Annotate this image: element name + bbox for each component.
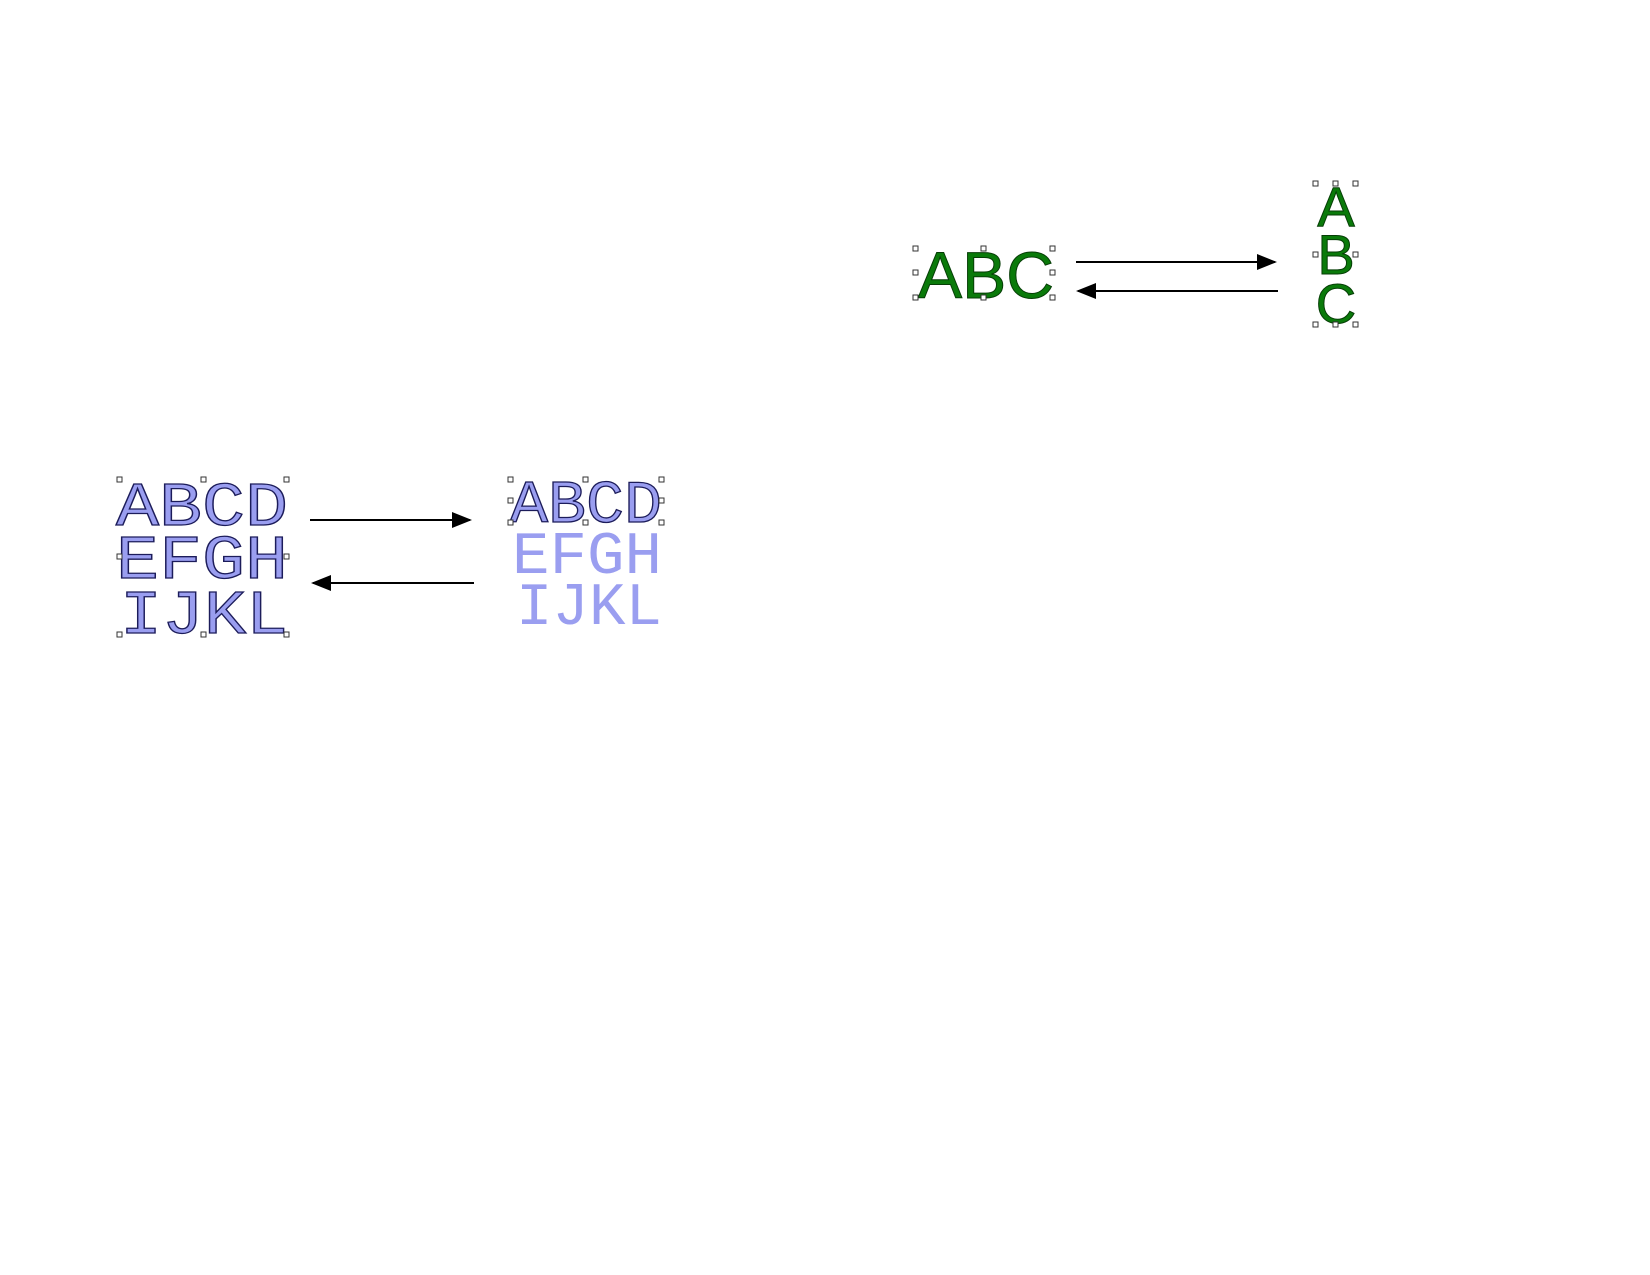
vertical-letter-c: C	[1316, 272, 1356, 335]
left-before-line-3: IJKL	[120, 581, 288, 652]
left-before-text-block[interactable]: ABCD EFGH IJKL	[115, 472, 290, 653]
vertical-letter-b: B	[1317, 223, 1354, 286]
left-after-line-1: ABCD	[510, 473, 662, 541]
selection-handles[interactable]	[912, 245, 1056, 301]
left-after-line-2: EFGH	[512, 524, 662, 592]
selection-handles[interactable]	[507, 476, 665, 526]
left-before-line-1: ABCD	[116, 473, 288, 544]
left-after-line-3: IJKL	[516, 575, 662, 643]
right-before-text[interactable]: ABC	[912, 238, 1056, 313]
selection-handles[interactable]	[116, 476, 290, 638]
right-after-text[interactable]: A B C	[1312, 175, 1359, 336]
left-before-line-2: EFGH	[116, 526, 288, 597]
left-after-text-block[interactable]: ABCD EFGH IJKL	[507, 472, 665, 643]
selection-handles[interactable]	[1312, 180, 1359, 328]
